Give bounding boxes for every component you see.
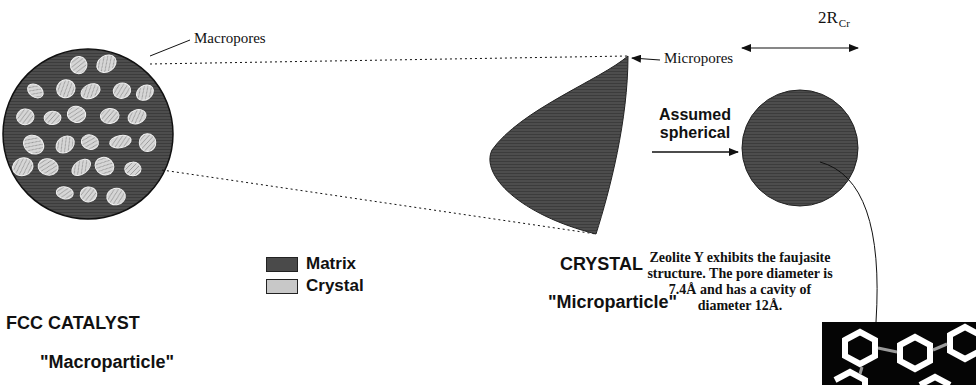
crystal-grain <box>16 108 35 126</box>
legend-text: Crystal <box>306 276 364 296</box>
dimension-subscript: Cr <box>839 17 850 30</box>
crystal-grain <box>66 104 87 124</box>
crystal-grain <box>79 81 103 102</box>
transform-arrow <box>652 151 738 153</box>
crystal-grain <box>36 157 59 177</box>
legend-text: Matrix <box>306 254 356 274</box>
crystal-grain <box>109 134 133 150</box>
sphere <box>742 90 858 206</box>
callout-label: Micropores <box>664 50 733 67</box>
crystal-grain <box>79 186 97 203</box>
crystal-grain <box>112 81 133 100</box>
crystal-grain <box>133 82 156 104</box>
legend-swatch <box>266 257 298 272</box>
particle-title: FCC CATALYST <box>6 313 140 334</box>
crystal-grain <box>80 133 100 151</box>
crystal-grain <box>125 162 142 176</box>
crystal-grain <box>54 77 78 101</box>
crystal-grain <box>69 156 94 179</box>
crystal-grain <box>105 186 127 206</box>
leader-line <box>820 162 877 322</box>
crystal-grain <box>126 107 148 126</box>
transform-label: Assumed spherical <box>652 106 738 143</box>
crystal-grain <box>69 55 87 74</box>
crystal-grain <box>92 154 117 178</box>
particle-subtitle: "Microparticle" <box>548 292 677 313</box>
faujasite-cages <box>835 327 976 385</box>
crystal-grain <box>139 133 156 152</box>
leader-arrow <box>632 58 660 60</box>
particle-subtitle: "Macroparticle" <box>40 352 174 373</box>
legend-row: Crystal <box>266 276 364 296</box>
crystal-grain <box>10 155 35 178</box>
zoom-line <box>150 56 628 64</box>
crystal-grain <box>55 185 74 200</box>
faujasite-bonds <box>860 344 947 374</box>
crystal-grain <box>93 51 119 76</box>
particle-title: CRYSTAL <box>560 254 643 275</box>
note-text: Zeolite Y exhibits the faujasite structu… <box>642 250 838 314</box>
legend-swatch <box>266 279 298 294</box>
crystal-grain <box>25 81 46 101</box>
crystal-shape <box>490 56 628 234</box>
crystal-grains <box>10 51 156 206</box>
crystal-grain <box>44 111 62 125</box>
catalyst-particle <box>3 49 173 219</box>
dimension-arrow <box>742 47 858 48</box>
crystal-grain <box>100 108 120 125</box>
crystal-grain <box>20 131 47 158</box>
callout-label: Macropores <box>194 30 266 47</box>
legend-row: Matrix <box>266 254 356 274</box>
leader-line <box>150 40 190 56</box>
crystal-grain <box>53 132 78 156</box>
dimension-label: 2R <box>818 8 838 28</box>
